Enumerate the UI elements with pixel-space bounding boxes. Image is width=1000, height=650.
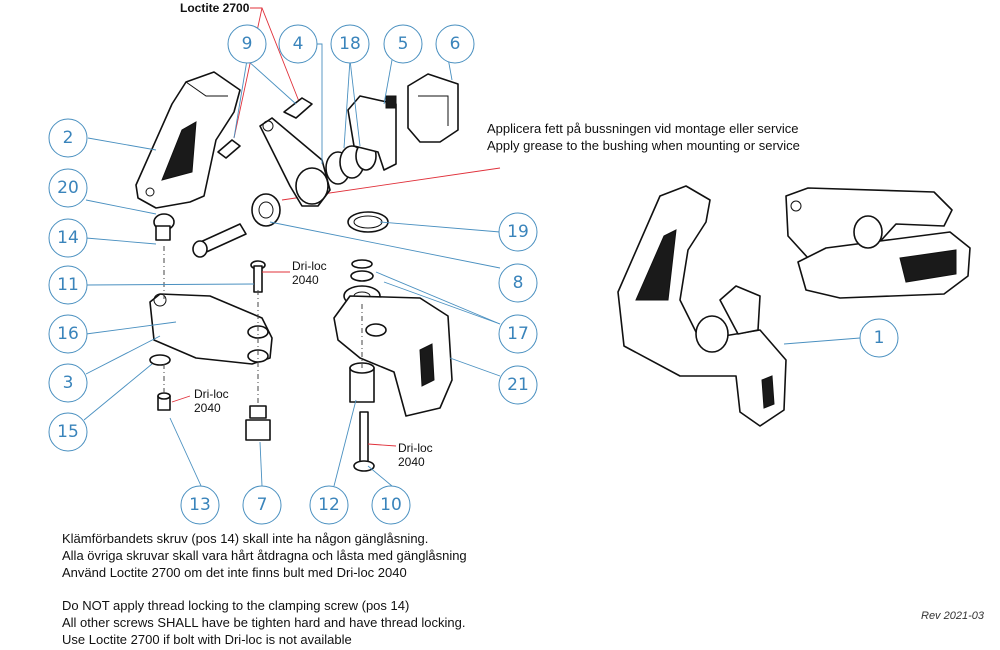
svg-text:1: 1 [874, 328, 885, 348]
grease-note-en: Apply grease to the bushing when mountin… [487, 138, 800, 153]
notes-swedish: Klämförbandets skruv (pos 14) skall inte… [62, 530, 467, 581]
svg-text:9: 9 [242, 34, 253, 54]
balloon-4: 4 [278, 24, 318, 64]
balloon-16: 16 [48, 314, 88, 354]
svg-text:Dri-loc: Dri-loc [194, 387, 229, 401]
balloon-17: 17 [498, 314, 538, 354]
part-15-washer [149, 354, 171, 366]
part-4-lever [259, 117, 331, 207]
part-9-screws [217, 97, 313, 159]
balloon-12: 12 [309, 485, 349, 525]
svg-text:Dri-loc: Dri-loc [398, 441, 433, 455]
svg-text:13: 13 [189, 495, 211, 515]
svg-text:2040: 2040 [292, 273, 319, 287]
balloon-2: 2 [48, 118, 88, 158]
note-line: Alla övriga skruvar skall vara hårt åtdr… [62, 548, 467, 563]
note-line: Klämförbandets skruv (pos 14) skall inte… [62, 531, 429, 546]
balloon-15: 15 [48, 412, 88, 452]
svg-text:16: 16 [57, 324, 79, 344]
part-21-base [333, 295, 453, 417]
assembled-view-closed [785, 187, 971, 299]
part-2-clamp-arm [135, 71, 241, 209]
balloon-21: 21 [498, 365, 538, 405]
balloon-11: 11 [48, 265, 88, 305]
svg-text:2040: 2040 [398, 455, 425, 469]
part-7-nut [245, 405, 271, 441]
notes-english: Do NOT apply thread locking to the clamp… [62, 597, 465, 648]
svg-text:10: 10 [380, 495, 402, 515]
balloon-8: 8 [498, 263, 538, 303]
svg-text:Dri-loc: Dri-loc [292, 259, 327, 273]
loctite-label: Loctite 2700 [180, 1, 250, 15]
svg-text:14: 14 [57, 228, 79, 248]
balloon-10: 10 [371, 485, 411, 525]
note-line: Use Loctite 2700 if bolt with Dri-loc is… [62, 632, 352, 647]
part-5-block [347, 95, 397, 171]
svg-text:2040: 2040 [194, 401, 221, 415]
balloon-14: 14 [48, 218, 88, 258]
balloon-18: 18 [330, 24, 370, 64]
loctite-callout: Loctite 2700 [180, 1, 301, 139]
part-14-screw [192, 223, 247, 258]
svg-text:8: 8 [513, 273, 524, 293]
svg-text:15: 15 [57, 422, 79, 442]
svg-text:4: 4 [293, 34, 304, 54]
balloon-20: 20 [48, 168, 88, 208]
svg-text:5: 5 [398, 34, 409, 54]
grease-note-sv: Applicera fett på bussningen vid montage… [487, 121, 799, 136]
part-3-lever-arm [149, 293, 273, 365]
note-line: All other screws SHALL have be tighten h… [62, 615, 466, 630]
svg-text:11: 11 [57, 275, 79, 295]
balloon-6: 6 [435, 24, 475, 64]
grease-note: Applicera fett på bussningen vid montage… [487, 120, 800, 154]
svg-text:19: 19 [507, 222, 529, 242]
balloon-19: 19 [498, 212, 538, 252]
driloc-callout-11: Dri-loc 2040 [262, 259, 327, 287]
balloon-3: 3 [48, 363, 88, 403]
svg-text:6: 6 [450, 34, 461, 54]
part-13-screw [157, 392, 171, 411]
svg-text:7: 7 [257, 495, 268, 515]
driloc-callout-13: Dri-loc 2040 [171, 387, 229, 415]
svg-text:2: 2 [63, 128, 74, 148]
part-11-screw [250, 260, 266, 293]
note-line: Använd Loctite 2700 om det inte finns bu… [62, 565, 407, 580]
part-20-rod-end [153, 213, 175, 241]
balloon-5: 5 [383, 24, 423, 64]
svg-text:18: 18 [339, 34, 361, 54]
svg-text:17: 17 [507, 324, 529, 344]
balloon-9: 9 [227, 24, 267, 64]
svg-text:20: 20 [57, 178, 79, 198]
balloon-7: 7 [242, 485, 282, 525]
svg-text:21: 21 [507, 375, 529, 395]
note-line: Do NOT apply thread locking to the clamp… [62, 598, 410, 613]
center-lines [163, 246, 363, 410]
balloon-1: 1 [859, 318, 899, 358]
balloon-13: 13 [180, 485, 220, 525]
svg-text:3: 3 [63, 373, 74, 393]
driloc-callout-10: Dri-loc 2040 [367, 441, 433, 469]
svg-text:12: 12 [318, 495, 340, 515]
revision-label: Rev 2021-03 [921, 610, 984, 622]
assembled-view-open [617, 185, 787, 427]
part-6-bracket [407, 73, 459, 143]
part-19-ring [347, 211, 389, 233]
part-12-pin [349, 362, 375, 403]
part-10-bolt [353, 411, 375, 472]
bushing [251, 193, 281, 227]
balloon-leaders [83, 43, 861, 489]
